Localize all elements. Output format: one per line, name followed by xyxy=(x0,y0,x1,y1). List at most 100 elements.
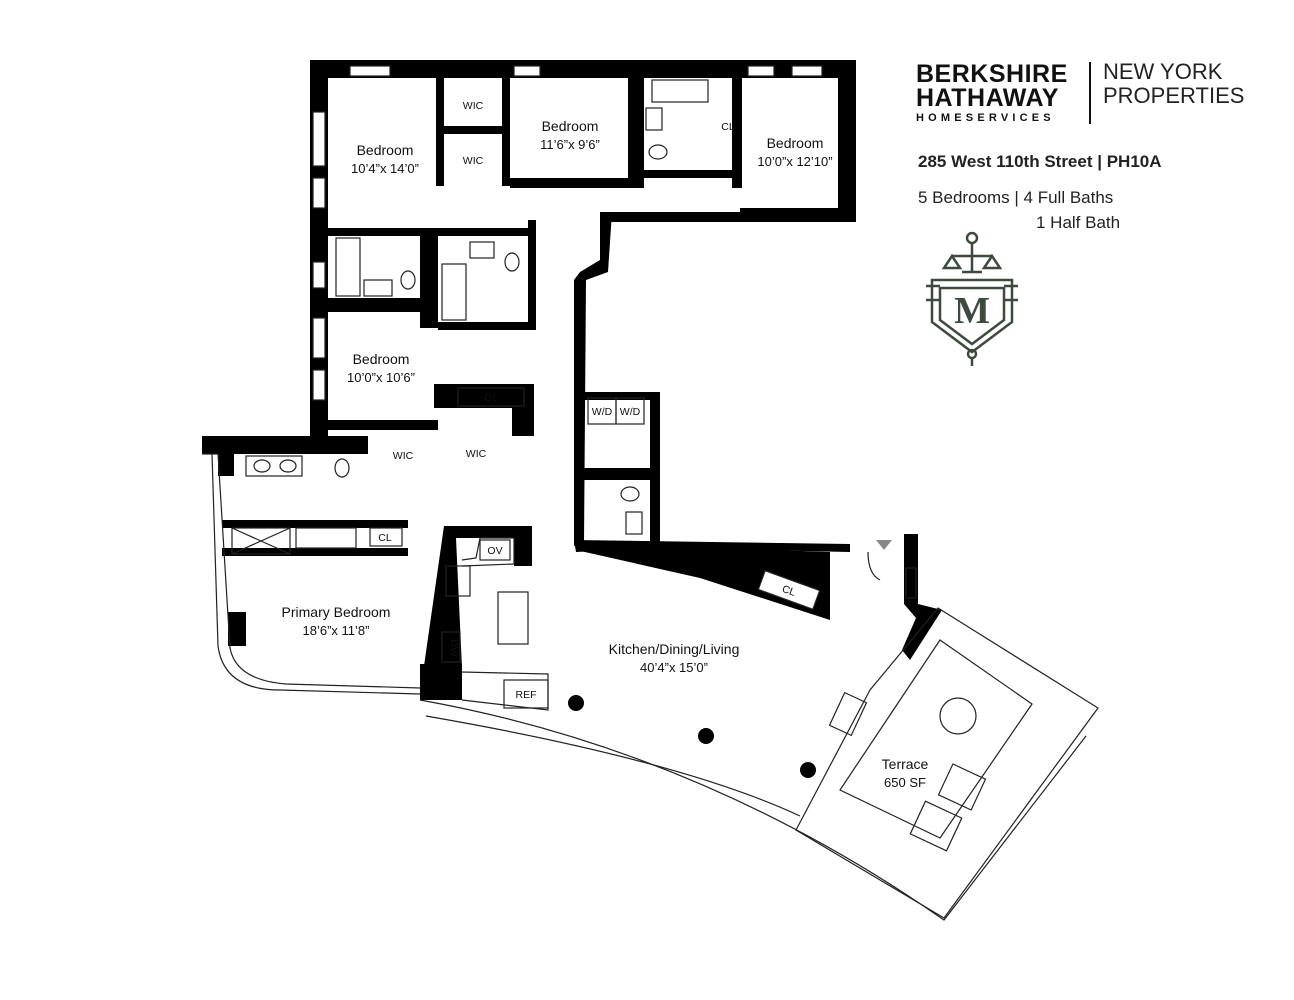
toilet-1 xyxy=(400,270,416,290)
terrace-name: Terrace xyxy=(882,756,929,772)
wic-label-4: WIC xyxy=(466,448,487,460)
wall-right-bedroom3 xyxy=(838,60,856,222)
sink-double xyxy=(245,455,303,477)
wall-wic-right xyxy=(502,78,510,186)
brand-region: NEW YORK PROPERTIES xyxy=(1103,59,1245,108)
terrace-lounger-2 xyxy=(909,800,963,852)
entry-door-window xyxy=(905,567,917,599)
wic-label-1: WIC xyxy=(463,100,484,112)
wall-bedroom4-bottom xyxy=(328,420,438,430)
wall-primary-top xyxy=(202,436,368,454)
wall-bedroom2-bottom xyxy=(510,178,632,188)
wall-living-top xyxy=(574,540,850,552)
wall-bath-row-top xyxy=(328,228,534,236)
sink-4 xyxy=(625,511,643,535)
wall-bedroom1-right xyxy=(436,78,444,186)
closet-diagonal xyxy=(757,569,821,611)
window-left-3 xyxy=(312,261,326,289)
column-3 xyxy=(800,762,816,778)
window-top-4 xyxy=(791,65,823,77)
listing-specs-line1: 5 Bedrooms | 4 Full Baths xyxy=(918,188,1114,207)
brand-name-line2: HATHAWAY xyxy=(916,84,1059,112)
bathtub-3 xyxy=(651,79,709,103)
listing-address: 285 West 110th Street | PH10A xyxy=(918,152,1162,171)
toilet-4 xyxy=(334,458,350,478)
fixture-labels: WIC WIC CL CL WIC WIC W/D W/D CL OV DW R… xyxy=(378,100,797,701)
kitchen-counter xyxy=(461,537,515,567)
toilet-5 xyxy=(620,486,640,502)
brand-divider xyxy=(1089,62,1091,124)
wall-bedroom2-right xyxy=(628,78,644,188)
cl-label-4: CL xyxy=(780,583,797,599)
column-1 xyxy=(568,695,584,711)
sink-1 xyxy=(363,279,393,297)
wall-top xyxy=(310,60,856,78)
wall-wic-divider xyxy=(444,126,506,134)
wd-label-2: W/D xyxy=(620,406,641,418)
primary-bedroom-dim: 18’6”x 11’8” xyxy=(303,623,370,638)
room-labels: Bedroom 10’4”x 14’0” Bedroom 11’6”x 9’6”… xyxy=(282,118,929,790)
balcony-curve-outer xyxy=(419,699,1087,921)
cl-label-3: CL xyxy=(378,532,392,544)
wall-bath-bottom xyxy=(644,170,740,178)
closet-box-1 xyxy=(457,387,525,407)
terrace-dim: 650 SF xyxy=(884,775,926,790)
terrace-table xyxy=(939,697,977,735)
brand-sub: HOMESERVICES xyxy=(916,112,1055,124)
bathtub-primary xyxy=(295,527,357,549)
cooktop xyxy=(445,565,471,597)
wall-corridor-top xyxy=(600,212,856,222)
wall-right-post xyxy=(902,534,942,660)
entry-door-swing xyxy=(867,551,881,581)
kitchen-name: Kitchen/Dining/Living xyxy=(609,641,740,657)
wall-primary-left-top xyxy=(218,454,234,476)
kitchen-dim: 40’4”x 15’0” xyxy=(640,660,708,675)
cl-label-1: CL xyxy=(721,121,735,133)
bedroom1-name: Bedroom xyxy=(357,142,414,158)
wall-bath2-right xyxy=(528,220,536,330)
wall-kitchen-fridge xyxy=(420,664,462,700)
brand-name-line1: BERKSHIRE xyxy=(916,60,1068,88)
oven xyxy=(479,539,511,561)
window-top-1 xyxy=(349,65,391,77)
wall-bath2-bottom xyxy=(438,322,536,330)
window-left-1 xyxy=(312,111,326,167)
bedroom2-dim: 11’6”x 9’6” xyxy=(540,137,600,152)
wd-label-1: W/D xyxy=(592,406,613,418)
wall-diagonal xyxy=(576,546,830,620)
refrigerator xyxy=(503,679,549,709)
wall-bath-row-bottom xyxy=(328,298,438,312)
column-2 xyxy=(698,728,714,744)
window-top-3 xyxy=(747,65,775,77)
wic-label-3: WIC xyxy=(393,450,414,462)
closet-box-2 xyxy=(369,527,403,547)
crest-letter: M xyxy=(954,290,990,332)
bathtub-2 xyxy=(441,263,467,321)
window-left-4 xyxy=(312,317,326,359)
wall-primary-bath xyxy=(222,520,408,528)
terrace-lounger-1 xyxy=(937,763,987,811)
toilet-3 xyxy=(648,144,668,160)
bedroom4-name: Bedroom xyxy=(353,351,410,367)
wall-primary-bath-bottom xyxy=(222,548,408,556)
wall-bath-right xyxy=(732,78,742,188)
washer-2 xyxy=(615,397,645,425)
shower-primary xyxy=(231,527,291,555)
bedroom4-dim: 10’0”x 10’6” xyxy=(347,370,415,385)
bedroom3-dim: 10’0”x 12’10” xyxy=(757,154,832,169)
wall-wd-bottom xyxy=(574,468,660,480)
wall-wd xyxy=(574,392,660,400)
wall-corridor-right xyxy=(574,212,612,546)
primary-outer-edge-2 xyxy=(212,453,421,689)
balcony-curve-inner xyxy=(425,715,801,817)
wall-primary-col xyxy=(228,612,246,646)
bedroom2-name: Bedroom xyxy=(542,118,599,134)
bathtub-1 xyxy=(335,237,361,297)
primary-bedroom-name: Primary Bedroom xyxy=(282,604,391,620)
window-left-2 xyxy=(312,177,326,209)
bedroom1-dim: 10’4”x 14’0” xyxy=(351,161,419,176)
wall-kitchen-left xyxy=(420,526,532,700)
primary-outer-edge xyxy=(202,453,421,695)
thin-lines xyxy=(202,65,1099,921)
